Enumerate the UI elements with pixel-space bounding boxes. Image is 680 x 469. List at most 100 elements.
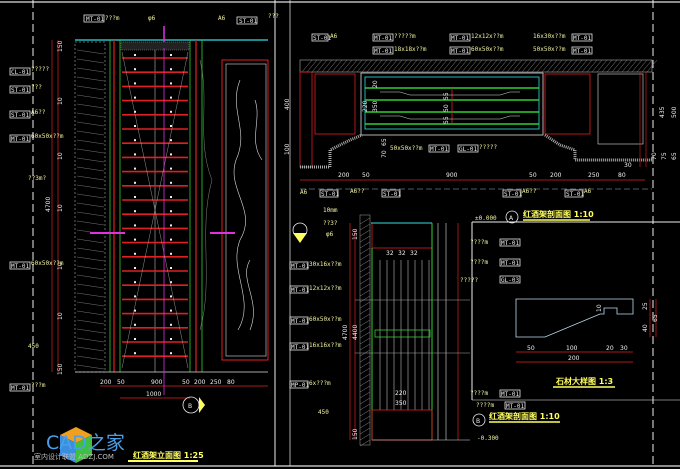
svg-text:30: 30 (620, 345, 628, 352)
hatch-line (631, 59, 643, 73)
hatch-line (76, 157, 105, 163)
svg-text:60x50x??m: 60x50x??m (309, 316, 342, 323)
svg-text:30x16x??m: 30x16x??m (309, 261, 342, 268)
svg-text:ST-01: ST-01 (313, 35, 331, 42)
svg-text:50x50x??m: 50x50x??m (533, 46, 566, 53)
svg-text:GL-03: GL-03 (501, 277, 519, 284)
hatch-line (616, 59, 628, 73)
svg-text:MT-01: MT-01 (291, 318, 309, 325)
hatch-line (359, 241, 371, 249)
svg-text:MT-01: MT-01 (573, 35, 591, 42)
section-marker-b[interactable]: B (182, 396, 205, 414)
svg-text:ST-01: ST-01 (11, 87, 29, 94)
svg-text:75: 75 (661, 152, 668, 160)
hatch-line (446, 59, 458, 73)
svg-text:500: 500 (671, 106, 678, 118)
hatch-line (359, 217, 371, 225)
hatch-line (311, 59, 323, 73)
hatch-line (561, 59, 573, 73)
svg-text:65: 65 (652, 314, 659, 322)
svg-text:16x16x??m: 16x16x??m (309, 342, 342, 349)
svg-text:A6??: A6?? (522, 188, 537, 195)
hatch-line (646, 59, 658, 73)
svg-text:18x18x??m: 18x18x??m (394, 46, 427, 53)
hatch-line (586, 59, 598, 73)
cad-home-logo-icon (60, 427, 92, 463)
hatch-line (356, 59, 368, 73)
svg-text:红酒架剖面图 1:10: 红酒架剖面图 1:10 (523, 209, 594, 219)
hatch-line (501, 59, 513, 73)
svg-text:50: 50 (117, 379, 125, 386)
hatch-line (76, 85, 105, 91)
hatch-line (76, 202, 105, 208)
svg-text:16x30x??m: 16x30x??m (533, 33, 566, 40)
hatch-line (76, 346, 105, 352)
hatch-line (441, 59, 453, 73)
svg-text:B: B (476, 418, 480, 425)
hatch-line (359, 313, 371, 321)
section-marker-a[interactable] (292, 222, 308, 243)
hatch-line (386, 59, 398, 73)
svg-text:10: 10 (57, 152, 64, 160)
hatch-line (341, 59, 353, 73)
hatch-line (76, 220, 105, 226)
hatch-line (401, 59, 413, 73)
svg-text:红酒架立面图 1:25: 红酒架立面图 1:25 (133, 450, 204, 460)
hatch-line (481, 59, 493, 73)
svg-text:CL-01: CL-01 (11, 69, 29, 76)
svg-text:A6??: A6?? (350, 188, 365, 195)
svg-text:50: 50 (362, 172, 370, 179)
svg-text:32: 32 (398, 250, 406, 257)
svg-text:MT-01: MT-01 (501, 240, 519, 247)
hatch-line (476, 59, 488, 73)
svg-text:32: 32 (410, 250, 418, 257)
svg-text:MT-01: MT-01 (291, 263, 309, 270)
svg-text:200: 200 (194, 379, 206, 386)
hatch-line (359, 433, 371, 441)
svg-text:60x50x??m: 60x50x??m (471, 46, 504, 53)
svg-text:-0.300: -0.300 (477, 435, 499, 442)
hatch-line (76, 310, 105, 316)
svg-text:200: 200 (100, 379, 112, 386)
hatch-line (359, 289, 371, 297)
svg-text:200: 200 (550, 172, 562, 179)
hatch-line (381, 59, 393, 73)
svg-text:B: B (188, 403, 192, 410)
svg-text:????m: ????m (470, 239, 488, 246)
hatch-line (359, 421, 371, 429)
hatch-line (521, 59, 533, 73)
hatch-line (76, 58, 105, 64)
elevation-view (51, 26, 269, 399)
diagonal-line (121, 51, 189, 369)
hatch-line (576, 59, 588, 73)
svg-text:32: 32 (386, 250, 394, 257)
svg-text:70: 70 (651, 152, 658, 160)
hatch-line (76, 148, 105, 154)
svg-text:?????: ????? (31, 66, 49, 73)
hatch-line (336, 59, 348, 73)
hatch-line (359, 307, 371, 315)
svg-text:ST-01: ST-01 (321, 191, 339, 198)
hatch-line (76, 319, 105, 325)
hatch-line (496, 59, 508, 73)
hatch-line (316, 59, 328, 73)
svg-text:MT-01: MT-01 (501, 391, 519, 398)
hatch-line (76, 103, 105, 109)
svg-text:450: 450 (28, 343, 39, 350)
hatch-line (76, 130, 105, 136)
svg-text:70: 70 (381, 150, 388, 158)
svg-text:????m: ????m (476, 402, 494, 409)
hatch-line (396, 59, 408, 73)
hatch-line (76, 337, 105, 343)
svg-text:80: 80 (227, 379, 235, 386)
svg-text:A6: A6 (584, 188, 592, 195)
hatch-line (359, 259, 371, 267)
hatch-line (636, 59, 648, 73)
svg-text:60x50x??m: 60x50x??m (31, 260, 64, 267)
svg-text:MT-01: MT-01 (451, 48, 469, 55)
hatch-line (556, 59, 568, 73)
hatch-line (506, 59, 518, 73)
